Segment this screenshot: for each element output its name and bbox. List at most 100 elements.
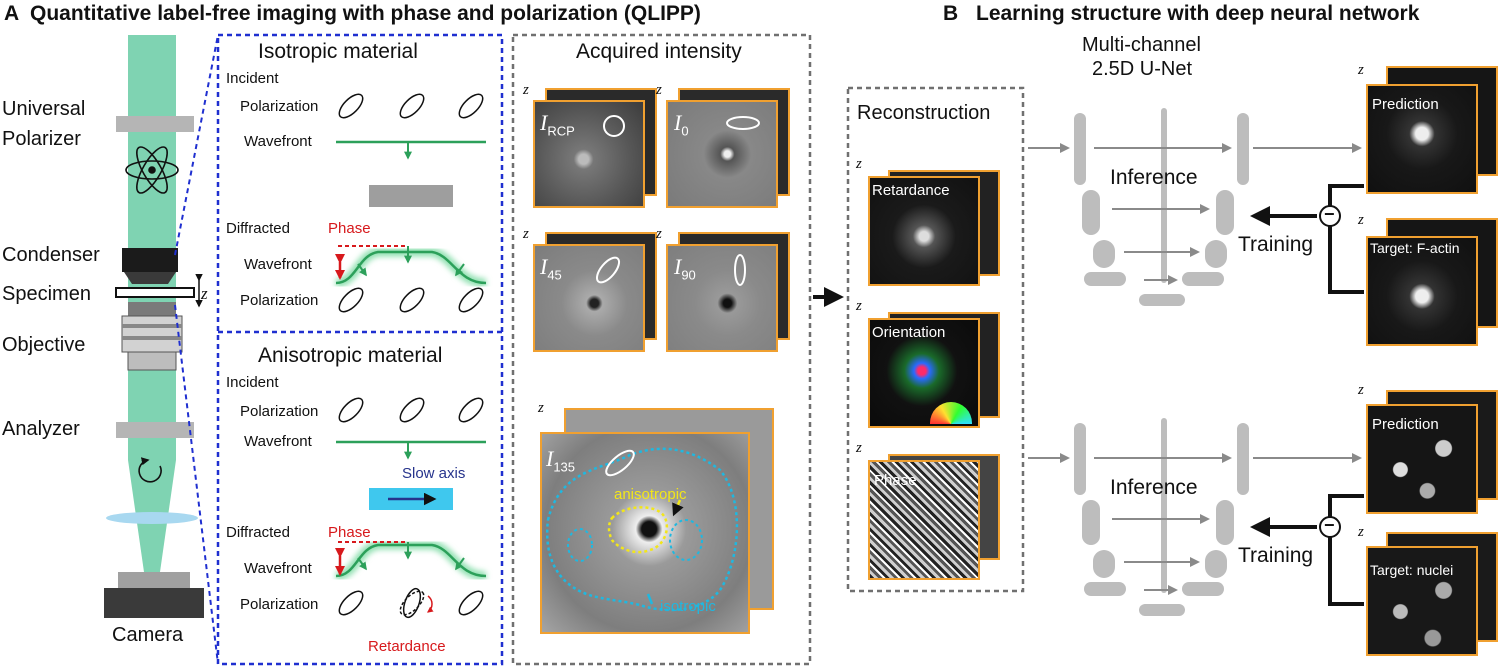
bottom-prediction-label: Prediction xyxy=(1372,416,1439,433)
anisotropic-diffracted-wavefront xyxy=(335,540,487,581)
objective-body xyxy=(121,315,183,353)
unet-top-arrows xyxy=(1028,143,1362,285)
microscope-illustration xyxy=(104,35,204,618)
isotropic-diffracted-label: Diffracted xyxy=(226,220,290,237)
bottom-target-tile xyxy=(1366,546,1478,656)
recon-z-label: z xyxy=(856,298,862,314)
polarizer-plate xyxy=(116,116,194,132)
top-prediction-label: Prediction xyxy=(1372,96,1439,113)
objective-top xyxy=(128,302,176,316)
retardance-label: Retardance xyxy=(368,638,446,655)
panel-b-title: Learning structure with deep neural netw… xyxy=(976,2,1420,25)
unet-bottom-training xyxy=(1250,494,1364,606)
anisotropic-polarization-label: Polarization xyxy=(240,403,319,420)
unet-bottom-arrows xyxy=(1028,453,1362,595)
atom-icon xyxy=(125,146,179,194)
slow-axis-label: Slow axis xyxy=(402,465,466,482)
label-condenser: Condenser xyxy=(2,244,100,266)
label-universal: Universal xyxy=(2,98,86,120)
top-inference-label: Inference xyxy=(1110,166,1198,189)
top-target-label: Target: F-actin xyxy=(1370,240,1460,256)
isotropic-polarization-label: Polarization xyxy=(240,98,319,115)
specimen-slide xyxy=(115,287,195,298)
condenser-body xyxy=(122,248,178,272)
anisotropic-incident-label: Incident xyxy=(226,374,279,391)
isotropic-incident-label: Incident xyxy=(226,70,279,87)
isotropic-specimen-block xyxy=(369,185,453,207)
net-z-label: z xyxy=(1358,62,1364,78)
camera-sensor xyxy=(118,572,190,588)
isotropic-wavefront2-label: Wavefront xyxy=(244,256,312,273)
anisotropic-diffracted-polarization xyxy=(338,587,484,619)
acquired-tile-45 xyxy=(533,244,645,352)
acquired-z-label: z xyxy=(523,82,529,98)
material-panel xyxy=(216,33,504,666)
isotropic-incident-polarization xyxy=(338,93,484,119)
panel-a-title: Quantitative label-free imaging with pha… xyxy=(30,2,701,25)
light-beam xyxy=(128,35,176,460)
top-prediction-tile xyxy=(1366,84,1478,194)
recon-tile-phase xyxy=(868,460,980,580)
unet-top-minus-circle xyxy=(1319,205,1341,227)
unet-bottom xyxy=(1074,418,1249,616)
panel-a-letter: A xyxy=(4,2,20,25)
acquired-z-label: z xyxy=(538,400,544,416)
recon-retardance-label: Retardance xyxy=(872,182,950,199)
net-z-label: z xyxy=(1358,524,1364,540)
top-training-label: Training xyxy=(1238,233,1314,256)
isotropic-polarization2-label: Polarization xyxy=(240,292,319,309)
acquired-z-label: z xyxy=(523,226,529,242)
label-polarizer: Polarizer xyxy=(2,128,81,150)
anisotropic-wavefront-label: Wavefront xyxy=(244,433,312,450)
recon-z-label: z xyxy=(856,440,862,456)
channel-90-label: I90 xyxy=(674,254,696,283)
net-z-label: z xyxy=(1358,212,1364,228)
reconstruction-panel xyxy=(846,86,1025,593)
unet-top-training xyxy=(1250,184,1364,294)
reconstruction-heading: Reconstruction xyxy=(857,102,991,124)
channel-45-label: I45 xyxy=(540,254,562,283)
label-analyzer: Analyzer xyxy=(2,418,80,440)
zoom-lines xyxy=(174,34,219,665)
z-axis-label: z xyxy=(201,284,208,303)
channel-rcp-label: IRCP xyxy=(540,110,575,139)
recon-tile-retardance xyxy=(868,176,980,286)
unet-top xyxy=(1074,108,1249,306)
label-objective: Objective xyxy=(2,334,86,356)
unet-heading-line1: Multi-channel xyxy=(1082,34,1201,56)
isotropic-heading: Isotropic material xyxy=(258,40,418,63)
acquired-panel xyxy=(511,33,812,666)
anisotropic-wavefront xyxy=(336,437,486,460)
acquired-tile-rcp xyxy=(533,100,645,208)
net-z-label: z xyxy=(1358,382,1364,398)
channel-0-label: I0 xyxy=(674,110,689,139)
acquired-tile-90 xyxy=(666,244,778,352)
bottom-target-label: Target: nuclei xyxy=(1370,562,1454,578)
acquired-heading: Acquired intensity xyxy=(576,40,742,63)
condenser-lens xyxy=(124,272,176,284)
anisotropic-heading: Anisotropic material xyxy=(258,344,443,367)
bottom-prediction-tile xyxy=(1366,404,1478,514)
recon-z-label: z xyxy=(856,156,862,172)
top-minus-sign: − xyxy=(1324,204,1335,224)
isotropic-phase-label: Phase xyxy=(328,220,371,237)
isotropic-wavefront-label: Wavefront xyxy=(244,133,312,150)
bottom-minus-sign: − xyxy=(1324,515,1335,535)
anisotropic-incident-polarization xyxy=(338,397,484,423)
objective-base xyxy=(127,351,177,371)
isotropic-wavefront xyxy=(336,137,486,160)
anisotropic-wavefront2-label: Wavefront xyxy=(244,560,312,577)
anisotropic-diffracted-label: Diffracted xyxy=(226,524,290,541)
isotropic-diffracted-polarization xyxy=(338,287,484,313)
label-specimen: Specimen xyxy=(2,283,91,305)
isotropic-diffracted-wavefront xyxy=(335,245,487,288)
acquired-z-label: z xyxy=(656,82,662,98)
anisotropic-polarization2-label: Polarization xyxy=(240,596,319,613)
camera-body xyxy=(104,588,204,618)
unet-bottom-minus-circle xyxy=(1319,516,1341,538)
bottom-inference-label: Inference xyxy=(1110,476,1198,499)
recon-phase-label: Phase xyxy=(874,472,917,489)
acquired-z-label: z xyxy=(656,226,662,242)
anisotropic-region-label: anisotropic xyxy=(614,486,687,503)
